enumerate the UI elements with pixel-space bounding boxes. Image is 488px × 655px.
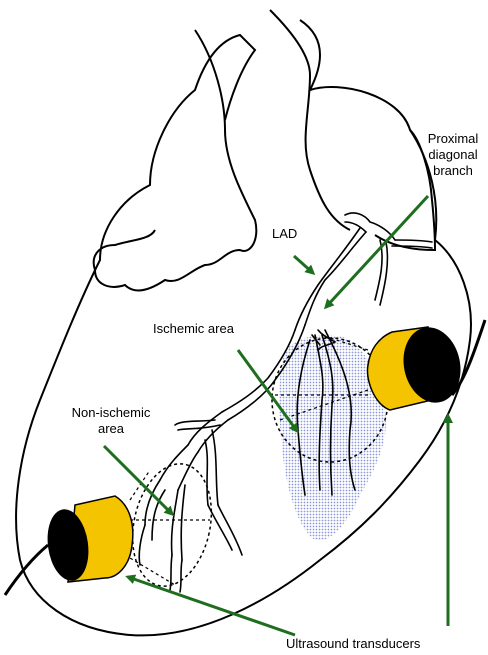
label-line: diagonal (421, 147, 485, 163)
label-ischemic-area: Ischemic area (153, 321, 234, 337)
label-line: branch (421, 163, 485, 179)
label-lad: LAD (272, 226, 297, 242)
label-line: area (56, 421, 166, 437)
arrow-transducer-left (128, 577, 295, 635)
label-proximal-diagonal-branch: Proximal diagonal branch (421, 131, 485, 179)
label-line: Non-ischemic (56, 405, 166, 421)
label-ultrasound-transducers: Ultrasound transducers (286, 636, 420, 652)
transducer-left (5, 496, 133, 595)
transducer-right (367, 320, 485, 410)
label-non-ischemic-area: Non-ischemic area (56, 405, 166, 437)
arrow-lad (294, 256, 313, 273)
aorta-outline (94, 30, 257, 290)
pulmonary-outline (270, 10, 350, 230)
label-line: Proximal (421, 131, 485, 147)
